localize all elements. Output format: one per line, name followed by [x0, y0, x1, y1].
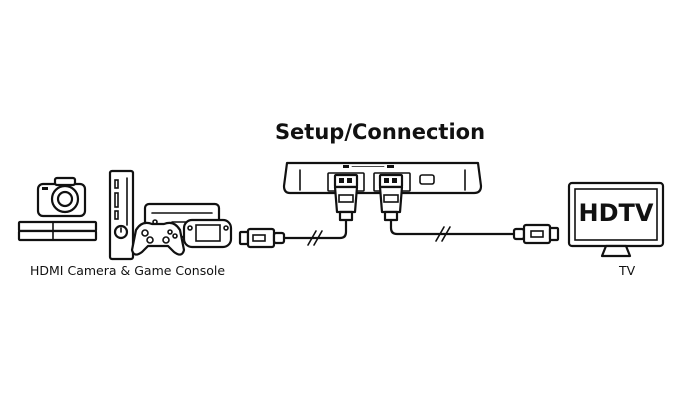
tv-label: TV [619, 263, 636, 278]
tower-console-icon [108, 169, 135, 261]
tv-screen-text: HDTV [578, 199, 654, 227]
tablet-controller-icon [182, 218, 233, 249]
right-cable [389, 218, 520, 236]
game-console-flat-icon [17, 220, 98, 242]
camera-icon [36, 176, 87, 218]
left-hdmi-plug-icon [238, 227, 286, 249]
gamepad-icon [130, 221, 186, 256]
right-cable-break [435, 226, 451, 242]
tv-icon [567, 181, 665, 258]
right-hdmi-plug-icon [512, 223, 560, 245]
output-hdmi-plug-icon [378, 173, 404, 222]
source-label: HDMI Camera & Game Console [30, 263, 226, 278]
left-cable-break [307, 230, 323, 246]
left-cable [282, 218, 348, 240]
input-hdmi-plug-icon [333, 173, 359, 222]
diagram-title: Setup/Connection [274, 120, 486, 144]
